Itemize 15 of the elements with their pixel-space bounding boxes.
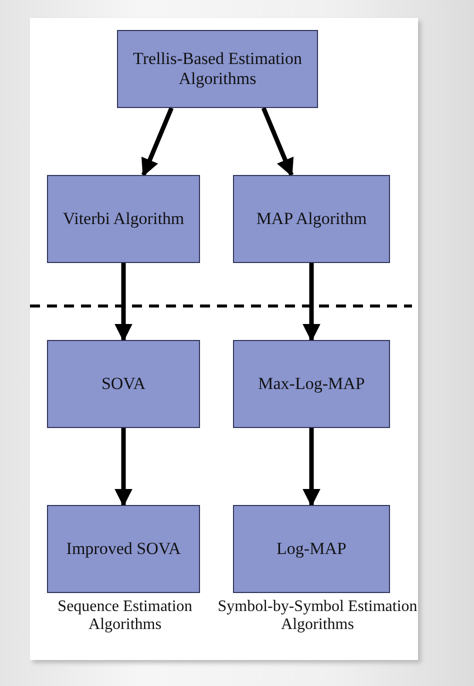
arrow	[114, 263, 132, 342]
group-caption: Sequence Estimation Algorithms	[56, 598, 194, 634]
arrow	[261, 107, 294, 177]
arrow	[141, 107, 174, 177]
process-box: SOVA	[47, 340, 200, 428]
arrow	[302, 263, 320, 342]
process-box: Improved SOVA	[47, 505, 200, 593]
process-box: Viterbi Algorithm	[47, 175, 200, 263]
process-box: MAP Algorithm	[233, 175, 390, 263]
process-box: Log-MAP	[233, 505, 390, 593]
arrow	[114, 428, 132, 507]
arrow	[302, 428, 320, 507]
process-box: Max-Log-MAP	[233, 340, 390, 428]
group-caption: Symbol-by-Symbol Estimation Algorithms	[216, 598, 418, 634]
process-box: Trellis-Based Estimation Algorithms	[117, 30, 318, 108]
